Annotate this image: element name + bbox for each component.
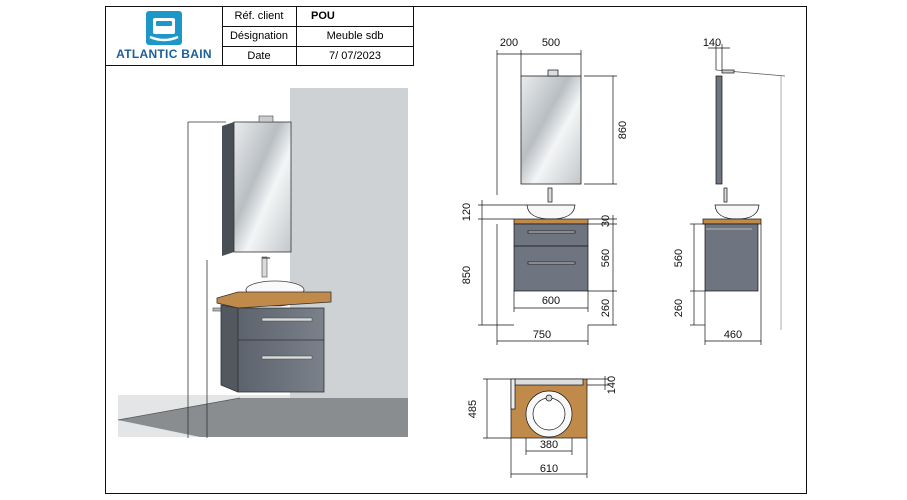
atlantic-bain-logo-icon [146,11,182,45]
client-label: Réf. client [222,7,297,26]
top-view [483,376,609,478]
drawing-frame [105,6,807,494]
dim-mirror-width: 500 [542,37,560,49]
front-handle [527,261,576,265]
front-cabinet [513,223,589,292]
client-row: Réf. client POU [222,7,413,27]
front-basin [526,204,576,220]
dim-cabinet-width: 600 [542,295,560,307]
floor-line [117,397,241,421]
dim-mirror-offset: 200 [500,37,518,49]
dim-side-floor-clearance: 260 [673,299,685,317]
front-mirror [520,75,582,185]
dim-floor-clearance: 260 [600,299,612,317]
mirror [233,121,292,253]
dim-top-width: 610 [540,463,558,475]
front-view [478,50,617,345]
front-light [547,69,559,77]
perspective-view [117,88,408,438]
mirror-light [258,115,274,123]
brand-name: ATLANTIC BAIN [116,47,212,61]
designation-label: Désignation [222,27,297,46]
side-faucet [723,187,728,203]
side-basin [714,204,760,220]
dim-top-mirror-depth: 140 [606,376,618,394]
dim-mirror-height: 860 [617,121,629,139]
dim-side-cabinet-height: 560 [673,249,685,267]
date-label: Date [222,47,297,66]
side-countertop [702,218,762,225]
dim-overall-height: 850 [461,266,473,284]
designation-value: Meuble sdb [326,30,384,42]
dim-side-depth: 460 [724,329,742,341]
logo-cell: ATLANTIC BAIN [106,7,223,65]
dim-top-depth: 485 [467,400,479,418]
cabinet-side [220,304,239,393]
client-value: POU [311,10,335,22]
cabinet-front [237,307,325,393]
dim-top-thickness: 30 [600,215,612,227]
front-handle [527,230,576,234]
top-mirror [514,378,584,386]
title-block: ATLANTIC BAIN Réf. client POU Désignatio… [105,6,414,66]
drawer-handle [261,317,313,322]
countertop [216,291,332,309]
side-view [690,44,786,345]
drawer-handle [261,355,313,360]
dim-basin-height: 120 [461,203,473,221]
front-faucet [547,187,553,203]
date-row: Date 7/ 07/2023 [222,47,413,66]
side-light [721,69,735,74]
dim-side-mirror-depth: 140 [703,37,721,49]
side-cabinet [704,223,759,292]
dim-cabinet-height: 560 [600,249,612,267]
side-mirror [715,75,723,185]
faucet [261,256,268,278]
mirror-cabinet-side [222,122,234,256]
dim-overall-width: 750 [533,329,551,341]
date-value: 7/ 07/2023 [329,50,381,62]
designation-row: Désignation Meuble sdb [222,27,413,47]
floor [118,398,408,437]
front-countertop [513,218,589,225]
dim-basin-diameter: 380 [540,439,558,451]
